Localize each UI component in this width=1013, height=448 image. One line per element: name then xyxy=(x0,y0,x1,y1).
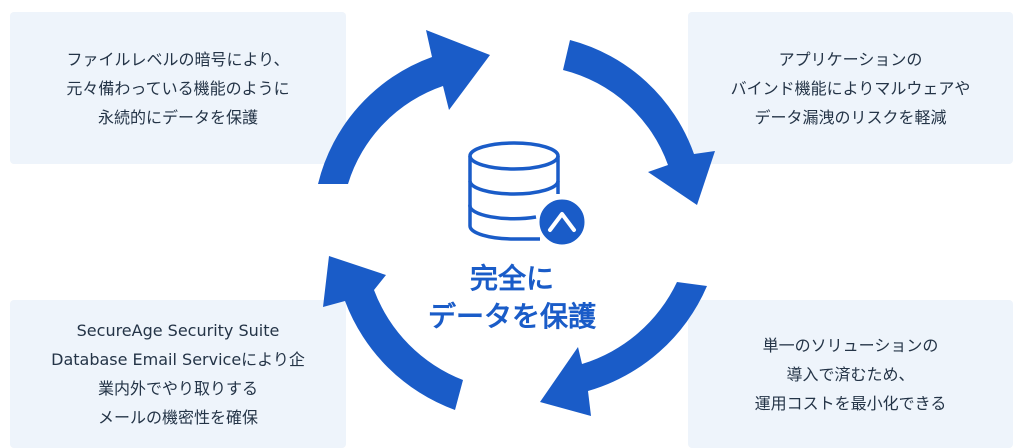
benefit-text-line: バインド機能によりマルウェアや xyxy=(730,78,971,98)
database-icon xyxy=(468,141,560,241)
benefit-text-line: 運用コストを最小化できる xyxy=(754,393,947,413)
center-title-line: 完全に xyxy=(469,262,554,295)
cycle-arrow-top-right xyxy=(563,40,715,205)
center-title: 完全に データを保護 xyxy=(412,260,612,336)
benefit-text-line: SecureAge Security Suite xyxy=(76,321,280,340)
benefit-text-line: 永続的にデータを保護 xyxy=(97,107,258,127)
cycle-arrow-top-left xyxy=(318,30,490,184)
benefit-text-line: Database Email Serviceにより企 xyxy=(51,350,305,369)
center-title-line: データを保護 xyxy=(427,300,596,333)
cycle-arrow-bottom-left xyxy=(323,256,463,410)
benefit-box-email-confidentiality: SecureAge Security Suite Database Email … xyxy=(10,300,346,448)
benefit-text-line: 単一のソリューションの xyxy=(762,335,939,355)
benefit-text-line: 導入で済むため、 xyxy=(786,364,915,384)
shield-icon xyxy=(536,196,588,248)
benefit-box-encryption: ファイルレベルの暗号により、 元々備わっている機能のように 永続的にデータを保護 xyxy=(10,12,346,164)
benefit-text-line: 業内外でやり取りする xyxy=(97,379,258,398)
benefit-text-line: ファイルレベルの暗号により、 xyxy=(66,49,290,69)
benefit-text-line: 元々備わっている機能のように xyxy=(66,78,290,98)
cycle-arrow-bottom-right xyxy=(540,282,707,416)
benefit-text-line: データ漏洩のリスクを軽減 xyxy=(754,107,947,127)
benefit-box-cost-reduction: 単一のソリューションの 導入で済むため、 運用コストを最小化できる xyxy=(688,300,1013,448)
benefit-text-line: メールの機密性を確保 xyxy=(97,408,258,427)
benefit-text-line: アプリケーションの xyxy=(778,49,923,69)
benefit-box-application-binding: アプリケーションの バインド機能によりマルウェアや データ漏洩のリスクを軽減 xyxy=(688,12,1013,164)
